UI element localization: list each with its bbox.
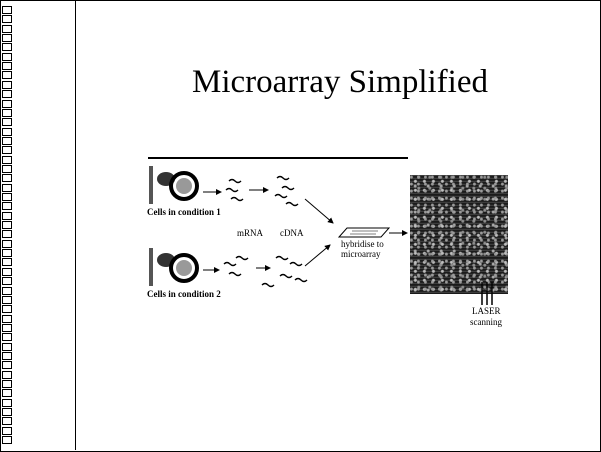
binding-hole bbox=[2, 389, 12, 398]
binding-hole bbox=[2, 239, 12, 248]
binding-hole bbox=[2, 333, 12, 342]
binding-hole bbox=[2, 380, 12, 388]
binding-hole bbox=[2, 136, 12, 145]
binding-hole bbox=[2, 426, 12, 435]
binding-hole bbox=[2, 174, 12, 183]
label-cells-condition-1: Cells in condition 1 bbox=[147, 207, 221, 217]
binding-hole bbox=[2, 277, 12, 286]
binding-hole bbox=[2, 193, 12, 201]
binding-hole bbox=[2, 370, 12, 379]
binding-hole bbox=[2, 71, 12, 80]
binding-hole bbox=[2, 90, 12, 99]
binding-strip bbox=[2, 2, 12, 448]
label-hybridise-line2: microarray bbox=[341, 249, 381, 259]
label-cells-condition-2: Cells in condition 2 bbox=[147, 289, 221, 299]
label-laser: LASER bbox=[472, 306, 501, 316]
binding-hole bbox=[2, 43, 12, 52]
cdna-strands-2 bbox=[261, 255, 308, 288]
binding-hole bbox=[2, 314, 12, 323]
label-hybridise-line1: hybridise to bbox=[341, 239, 384, 249]
microarray-slide-icon bbox=[337, 227, 391, 238]
mrna-strands-2 bbox=[223, 255, 249, 277]
binding-hole bbox=[2, 249, 12, 258]
binding-hole bbox=[2, 99, 12, 108]
binding-hole bbox=[2, 202, 12, 211]
binding-hole bbox=[2, 127, 12, 136]
binding-hole bbox=[2, 146, 12, 155]
mrna-strands-1 bbox=[225, 178, 244, 202]
arrow-cdna1-to-array bbox=[304, 198, 334, 224]
binding-hole bbox=[2, 361, 12, 370]
binding-hole bbox=[2, 408, 12, 417]
label-mrna: mRNA bbox=[237, 228, 264, 238]
margin-line bbox=[75, 0, 76, 450]
label-cdna: cDNA bbox=[280, 228, 304, 238]
binding-hole bbox=[2, 436, 12, 445]
binding-hole bbox=[2, 164, 12, 173]
binding-hole bbox=[2, 24, 12, 33]
binding-hole bbox=[2, 211, 12, 220]
binding-hole bbox=[2, 258, 12, 267]
binding-hole bbox=[2, 15, 12, 24]
binding-hole bbox=[2, 155, 12, 164]
binding-hole bbox=[2, 305, 12, 314]
cell-group-1-icon bbox=[149, 166, 199, 204]
label-scanning: scanning bbox=[470, 317, 502, 327]
slide-title: Microarray Simplified bbox=[191, 64, 488, 100]
binding-hole bbox=[2, 323, 12, 332]
binding-hole bbox=[2, 398, 12, 407]
binding-hole bbox=[2, 295, 12, 304]
top-rule bbox=[148, 157, 408, 159]
binding-hole bbox=[2, 118, 12, 127]
binding-hole bbox=[2, 221, 12, 230]
cell-group-2-icon bbox=[149, 248, 199, 286]
binding-hole bbox=[2, 34, 12, 43]
laser-scan-image bbox=[410, 175, 508, 294]
arrow-cdna2-to-array bbox=[304, 244, 331, 267]
binding-hole bbox=[2, 230, 12, 239]
binding-hole bbox=[2, 80, 12, 89]
binding-hole bbox=[2, 417, 12, 426]
binding-hole bbox=[2, 6, 12, 14]
cdna-strands-1 bbox=[274, 175, 299, 207]
binding-hole bbox=[2, 108, 12, 117]
binding-hole bbox=[2, 52, 12, 61]
binding-hole bbox=[2, 351, 12, 360]
binding-hole bbox=[2, 342, 12, 351]
binding-hole bbox=[2, 267, 12, 276]
binding-hole bbox=[2, 286, 12, 295]
binding-hole bbox=[2, 183, 12, 192]
binding-hole bbox=[2, 62, 12, 71]
